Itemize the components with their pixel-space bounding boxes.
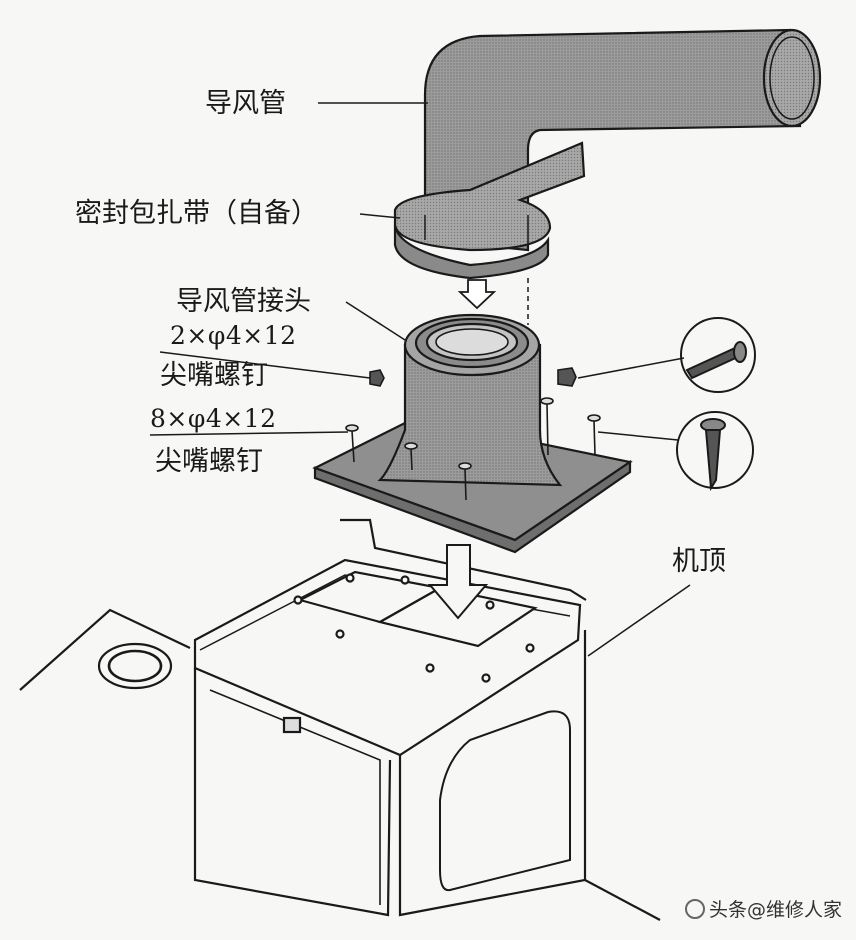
screw-icon <box>458 462 472 501</box>
watermark-text: 头条@维修人家 <box>708 899 842 921</box>
sealing-tape <box>393 141 586 280</box>
label-sealing-tape: 密封包扎带（自备） <box>75 198 318 229</box>
down-arrow-icon <box>457 279 497 310</box>
screw-icon <box>345 424 359 463</box>
unit-cabinet <box>19 518 661 921</box>
screw-icon <box>540 397 554 456</box>
screw-icon <box>587 414 601 456</box>
insert-arrow-icon <box>427 544 489 620</box>
label-screw-spec-1: 2×φ4×12 <box>170 321 297 350</box>
side-screws <box>369 367 577 387</box>
screw-icon <box>557 367 577 387</box>
label-duct: 导风管 <box>205 88 286 119</box>
label-screw-type-1: 尖嘴螺钉 <box>160 360 268 391</box>
flange-screws <box>345 397 601 501</box>
screw-detail-callout-1 <box>680 317 756 393</box>
screw-icon <box>404 442 418 471</box>
duct-connector <box>312 313 633 554</box>
label-screw-type-2: 尖嘴螺钉 <box>155 446 263 477</box>
watermark: 头条@维修人家 <box>684 895 842 922</box>
toutiao-logo-icon <box>684 898 705 919</box>
label-screw-spec-2: 8×φ4×12 <box>150 404 277 433</box>
screw-icon <box>369 369 385 387</box>
label-unit-top: 机顶 <box>672 546 726 577</box>
label-duct-connector: 导风管接头 <box>176 286 311 317</box>
leader-lines <box>149 102 691 657</box>
screw-detail-callout-2 <box>676 411 754 492</box>
